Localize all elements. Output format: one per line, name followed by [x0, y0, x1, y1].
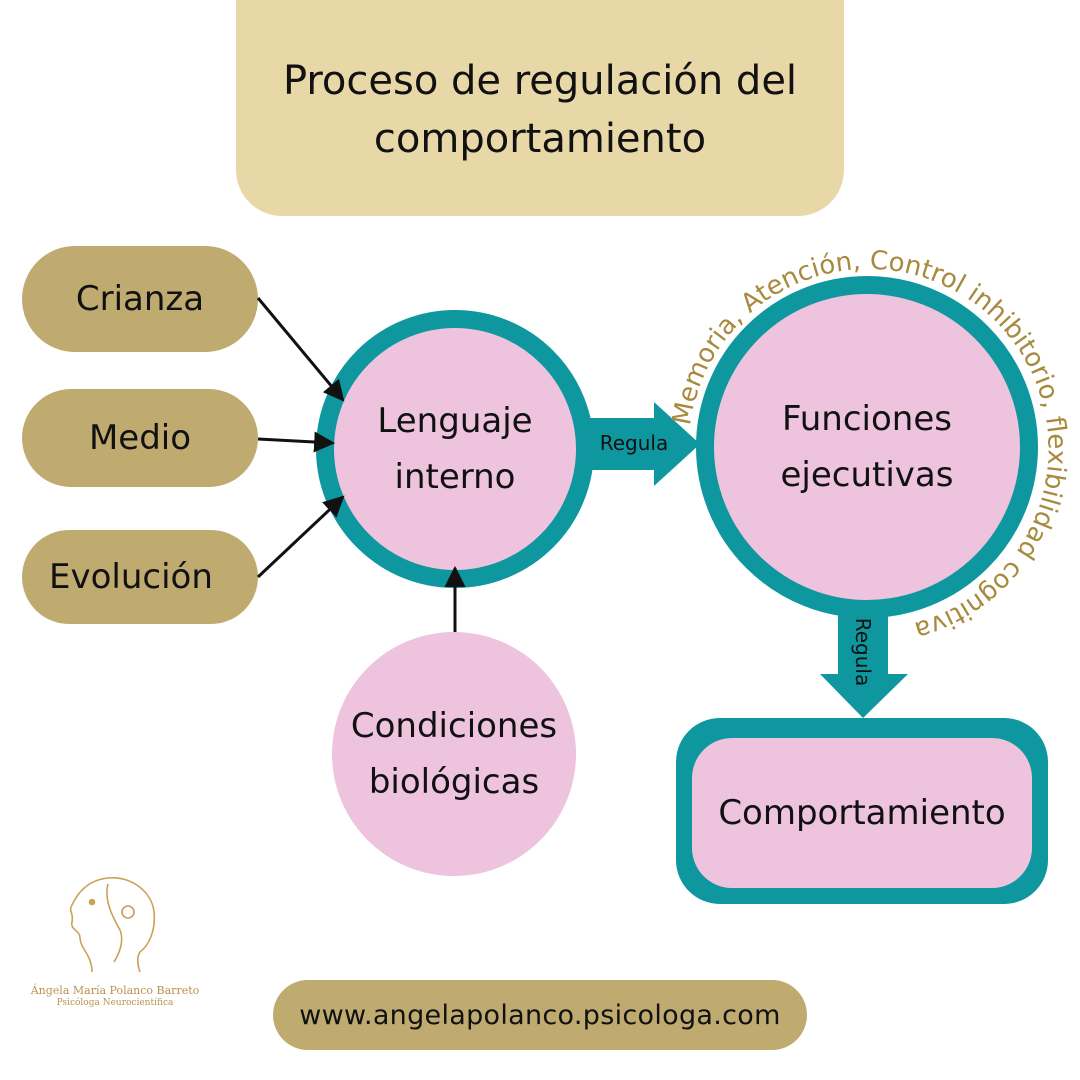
arrow-medio-to-lenguaje	[257, 431, 336, 453]
node-condiciones-biologicas-label: Condiciones biológicas	[350, 706, 558, 802]
node-lenguaje-interno-label: Lenguaje interno	[377, 401, 533, 497]
arrow-regula-right	[590, 402, 700, 486]
logo-role: Psicóloga Neurocientífica	[56, 998, 174, 1008]
node-funciones-ejecutivas-label: Funciones ejecutivas	[780, 399, 954, 495]
logo-head-icon	[69, 877, 156, 973]
diagram-title: Proceso de regulación del comportamiento	[282, 58, 798, 162]
title-box: Proceso de regulación del comportamiento	[236, 0, 844, 216]
arrow-regula-right-label: Regula	[600, 431, 669, 455]
node-medio-label: Medio	[88, 418, 192, 458]
funciones-arc-text: Memoria, Atención, Control inhibitorio, …	[667, 246, 1072, 646]
node-comportamiento-label: Comportamiento	[718, 793, 1006, 833]
arrow-evolucion-to-lenguaje	[256, 495, 345, 579]
arrow-regula-down	[820, 600, 908, 718]
node-condiciones-biologicas: Condiciones biológicas	[332, 632, 576, 876]
node-evolucion-label: Evolución	[49, 557, 213, 597]
node-crianza-label: Crianza	[75, 279, 205, 319]
logo-name: Ángela María Polanco Barreto	[30, 984, 200, 997]
website-badge[interactable]: www.angelapolanco.psicologa.com	[273, 980, 807, 1050]
funciones-arc-textpath: Memoria, Atención, Control inhibitorio, …	[667, 246, 1072, 646]
arrow-regula-down-label: Regula	[851, 618, 875, 687]
node-crianza: Crianza	[22, 246, 258, 352]
node-evolucion: Evolución	[22, 530, 258, 624]
node-medio: Medio	[22, 389, 258, 487]
website-link[interactable]: www.angelapolanco.psicologa.com	[299, 999, 781, 1031]
arrow-crianza-to-lenguaje	[256, 297, 345, 402]
node-comportamiento: Comportamiento	[692, 738, 1032, 888]
